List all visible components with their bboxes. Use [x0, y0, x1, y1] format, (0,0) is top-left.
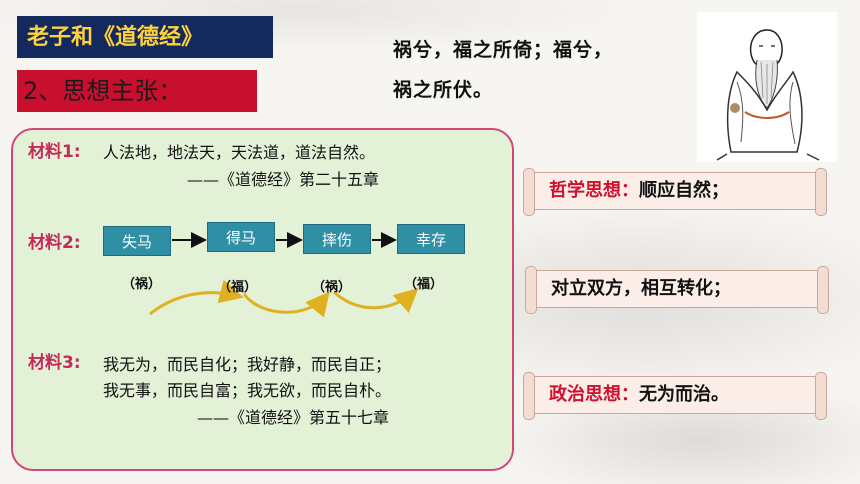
quote-line-2: 祸之所伏。: [393, 79, 494, 101]
flow-tag-misfortune: （祸）: [122, 277, 162, 292]
flow-step-survival: 幸存: [397, 224, 465, 254]
flow-tag-misfortune: （祸）: [312, 280, 352, 295]
material2-label: 材料2:: [28, 233, 81, 253]
scroll-politics: 政治思想：无为而治。: [523, 372, 827, 420]
curved-arrow-icon: [149, 279, 244, 316]
curved-arrow-icon: [242, 291, 330, 318]
laozi-portrait: [697, 12, 837, 162]
material1-text: 人法地，地法天，天法道，道法自然。: [103, 143, 376, 162]
material1-label: 材料1:: [28, 142, 81, 162]
scroll-philosophy: 哲学思想：顺应自然；: [523, 168, 827, 216]
material3-label: 材料3:: [28, 353, 81, 373]
material1-source: ——《道德经》第二十五章: [187, 170, 380, 189]
philosophy-value: 顺应自然；: [639, 180, 729, 201]
laozi-quote: 祸兮，福之所倚；福兮， 祸之所伏。: [393, 30, 703, 110]
politics-value: 无为而治。: [639, 384, 729, 405]
material3-line-2: 我无事，而民自富；我无欲，而民自朴。: [103, 381, 392, 400]
flow-step-injury: 摔伤: [303, 224, 371, 254]
curved-arrow-icon: [332, 287, 419, 313]
philosophy-label: 哲学思想：: [549, 180, 639, 201]
section-subtitle: 2、思想主张：: [17, 70, 257, 112]
politics-label: 政治思想：: [549, 384, 639, 405]
quote-line-1: 祸兮，福之所倚；福兮，: [393, 39, 614, 61]
flow-step-lose-horse: 失马: [103, 226, 171, 256]
materials-panel: [11, 128, 514, 471]
flow-step-gain-horse: 得马: [207, 222, 275, 252]
slide-title: 老子和《道德经》: [17, 16, 273, 58]
laozi-ink-drawing-icon: [716, 29, 820, 161]
flow-tag-fortune: （福）: [218, 280, 258, 295]
material3-source: ——《道德经》第五十七章: [197, 408, 390, 427]
material3-line-1: 我无为，而民自化；我好静，而民自正；: [103, 355, 392, 374]
dialectic-text: 对立双方，相互转化；: [551, 278, 731, 299]
scroll-dialectic: 对立双方，相互转化；: [525, 266, 829, 314]
flow-tag-fortune: （福）: [404, 277, 444, 292]
